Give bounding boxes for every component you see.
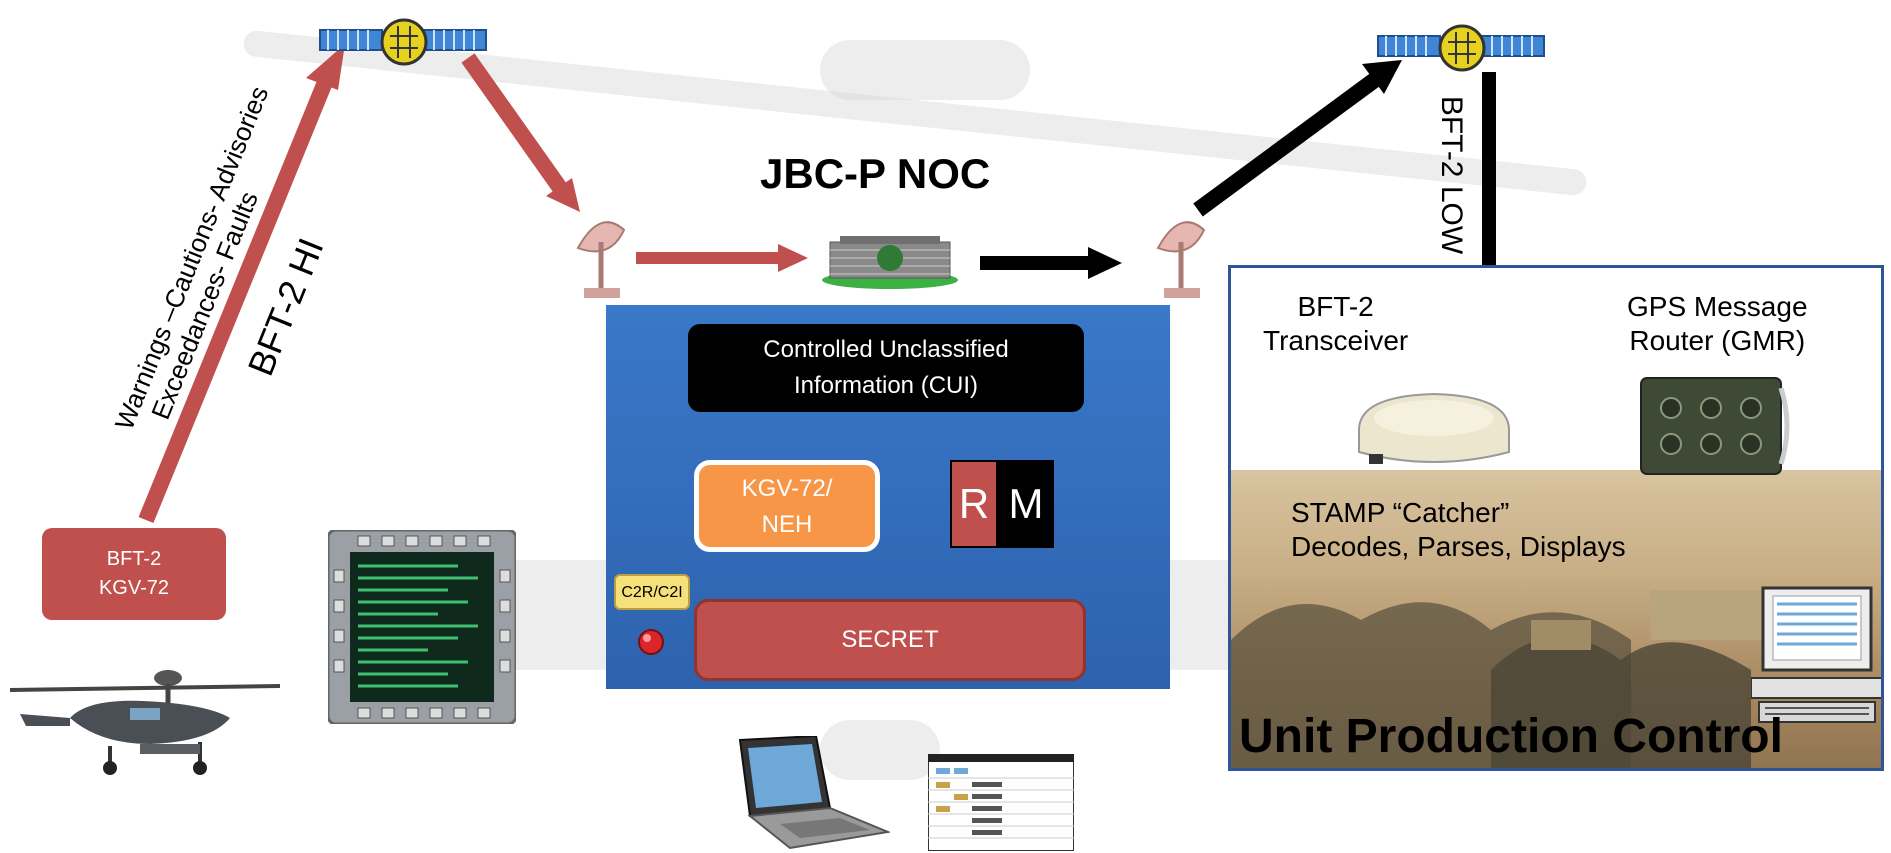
satellite-icon (319, 18, 487, 66)
dish-to-satellite-arrow (1193, 69, 1385, 217)
noc-title: JBC-P NOC (760, 150, 991, 197)
downlink-label: BFT-2 LOW (1435, 95, 1468, 255)
aircraft-terminal-line2: KGV-72 (98, 577, 170, 599)
unit-production-control-title: Unit Production Control (1239, 710, 1783, 763)
satellite-icon (1377, 24, 1545, 72)
cui-line1: Controlled Unclassified (763, 336, 1009, 363)
aircraft-terminal-line1: BFT-2 (106, 548, 162, 570)
satellite-dish-icon (1156, 221, 1206, 298)
kgv-line1: KGV-72/ (741, 475, 833, 502)
cockpit-display-icon (328, 530, 516, 724)
apache-helicopter-icon (10, 670, 280, 775)
secret-box: SECRET (694, 599, 1086, 681)
stamp-line2: Decodes, Parses, Displays (1291, 531, 1626, 562)
background-helicopter-rotor-hub (820, 40, 1030, 100)
satellite-to-dish-arrow (461, 53, 567, 193)
camp-tents (1231, 590, 1771, 768)
kgv-line2: NEH (761, 511, 813, 538)
gmr-label: GPS Message Router (GMR) (1627, 290, 1808, 358)
r-box: R (950, 460, 998, 548)
satellite-dish-icon (576, 221, 626, 298)
satellite-to-dish-arrowhead (546, 178, 580, 212)
background-helicopter-wheel (820, 720, 940, 780)
status-grid-icon (928, 754, 1074, 851)
c2r-c2i-tag: C2R/C2I (614, 574, 690, 610)
workstation-computer-icon (1751, 586, 1881, 723)
unit-production-control-panel: BFT-2 Transceiver GPS Message Router (GM… (1228, 265, 1884, 771)
gmr-line2: Router (GMR) (1629, 325, 1806, 356)
transceiver-icon (1358, 392, 1510, 464)
noc-building-icon (822, 236, 958, 289)
gmr-router-icon (1640, 377, 1790, 475)
cui-line2: Information (CUI) (793, 372, 979, 399)
dish-to-satellite-arrowhead (1362, 60, 1402, 94)
m-box: M (998, 460, 1054, 548)
kgv-neh-box: KGV-72/ NEH (694, 460, 880, 552)
dish-to-noc-arrowhead (778, 244, 808, 272)
transceiver-label: BFT-2 Transceiver (1263, 290, 1408, 358)
noc-to-dish-arrowhead (1088, 247, 1122, 279)
transceiver-line1: BFT-2 (1297, 291, 1374, 322)
alarm-light-icon (638, 629, 664, 655)
stamp-line1: STAMP “Catcher” (1291, 497, 1510, 528)
uplink-arrow (138, 66, 338, 524)
stamp-catcher-label: STAMP “Catcher” Decodes, Parses, Display… (1291, 496, 1626, 564)
uplink-arrowhead (306, 44, 345, 90)
gmr-line1: GPS Message (1627, 291, 1808, 322)
laptop-icon (738, 736, 890, 850)
transceiver-line2: Transceiver (1263, 325, 1409, 356)
aircraft-bft-terminal: BFT-2 KGV-72 (42, 528, 226, 620)
cui-box: Controlled Unclassified Information (CUI… (688, 324, 1084, 412)
